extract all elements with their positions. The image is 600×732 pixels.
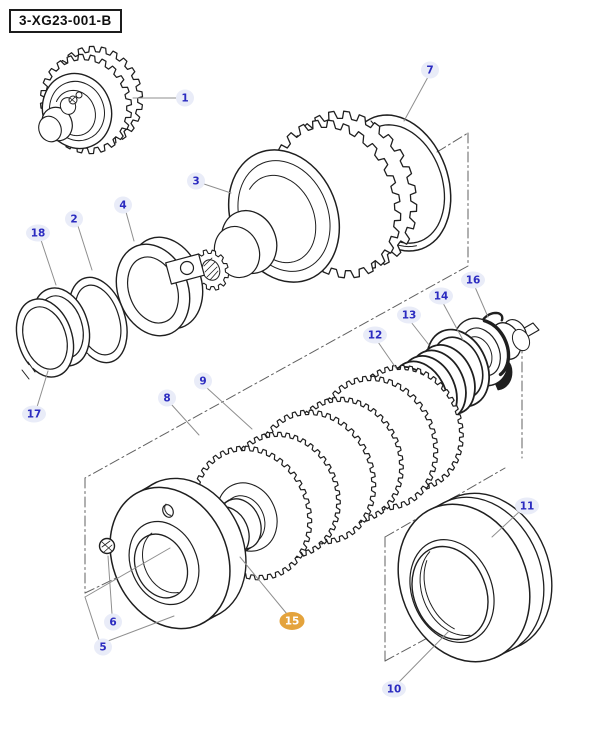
callout-number: 1 <box>181 93 188 105</box>
callout-10[interactable]: 10 <box>382 680 406 698</box>
drawing-code-box: 3-XG23-001-B <box>9 9 122 33</box>
callout-bubble[interactable] <box>187 172 205 190</box>
callout-12[interactable]: 12 <box>363 326 387 344</box>
callout-3[interactable]: 3 <box>187 172 205 190</box>
callout-number: 17 <box>27 409 42 421</box>
callout-number: 9 <box>199 376 206 388</box>
callout-13[interactable]: 13 <box>397 306 421 324</box>
callout-bubble[interactable] <box>176 89 194 107</box>
callout-bubble[interactable] <box>429 287 453 305</box>
leader-lines <box>36 76 520 683</box>
callout-1[interactable]: 1 <box>176 89 194 107</box>
callout-number: 2 <box>70 214 77 226</box>
callout-14[interactable]: 14 <box>429 287 453 305</box>
callout-4[interactable]: 4 <box>114 196 132 214</box>
callout-number: 13 <box>402 310 417 322</box>
callout-6[interactable]: 6 <box>104 613 122 631</box>
part-6-check-ball <box>98 537 116 555</box>
callout-8[interactable]: 8 <box>158 389 176 407</box>
callout-number: 15 <box>285 616 300 628</box>
callout-bubble[interactable] <box>114 196 132 214</box>
callout-bubble[interactable] <box>65 210 83 228</box>
callout-number: 7 <box>426 65 433 77</box>
callout-bubble[interactable] <box>104 613 122 631</box>
callout-number: 18 <box>31 228 46 240</box>
callout-16[interactable]: 16 <box>461 271 485 289</box>
callout-bubble[interactable] <box>22 405 46 423</box>
callout-highlight-bubble[interactable] <box>279 612 305 630</box>
callout-number: 3 <box>192 176 199 188</box>
callout-bubble[interactable] <box>397 306 421 324</box>
drawing-code: 3-XG23-001-B <box>19 13 112 28</box>
callout-bubble[interactable] <box>194 372 212 390</box>
callout-number: 4 <box>119 200 126 212</box>
callout-number: 10 <box>387 684 402 696</box>
callout-15[interactable]: 15 <box>279 612 305 630</box>
part-3-clutch-drum <box>192 110 418 291</box>
callout-bubble[interactable] <box>363 326 387 344</box>
callout-bubble[interactable] <box>382 680 406 698</box>
callout-2[interactable]: 2 <box>65 210 83 228</box>
callout-5[interactable]: 5 <box>94 638 112 656</box>
callout-bubble[interactable] <box>94 638 112 656</box>
callout-11[interactable]: 11 <box>515 497 539 515</box>
callout-number: 12 <box>368 330 383 342</box>
part-4-lugged-ring <box>115 236 205 337</box>
callout-number: 6 <box>109 617 116 629</box>
callout-number: 14 <box>434 291 449 303</box>
callout-number: 5 <box>99 642 106 654</box>
callout-number: 16 <box>466 275 481 287</box>
callout-17[interactable]: 17 <box>22 405 46 423</box>
callout-bubble[interactable] <box>26 224 50 242</box>
part-5-piston <box>109 477 247 630</box>
part-10-11-ring <box>397 492 553 663</box>
part-1-gear-hub-assembly <box>38 45 144 155</box>
callout-number: 11 <box>520 501 535 513</box>
callout-18[interactable]: 18 <box>26 224 50 242</box>
callout-7[interactable]: 7 <box>421 61 439 79</box>
callout-bubble[interactable] <box>421 61 439 79</box>
callout-9[interactable]: 9 <box>194 372 212 390</box>
part-17-18-wavy-rings <box>15 287 91 380</box>
callout-bubble[interactable] <box>515 497 539 515</box>
callout-number: 8 <box>163 393 170 405</box>
callout-bubble[interactable] <box>461 271 485 289</box>
callout-bubble[interactable] <box>158 389 176 407</box>
